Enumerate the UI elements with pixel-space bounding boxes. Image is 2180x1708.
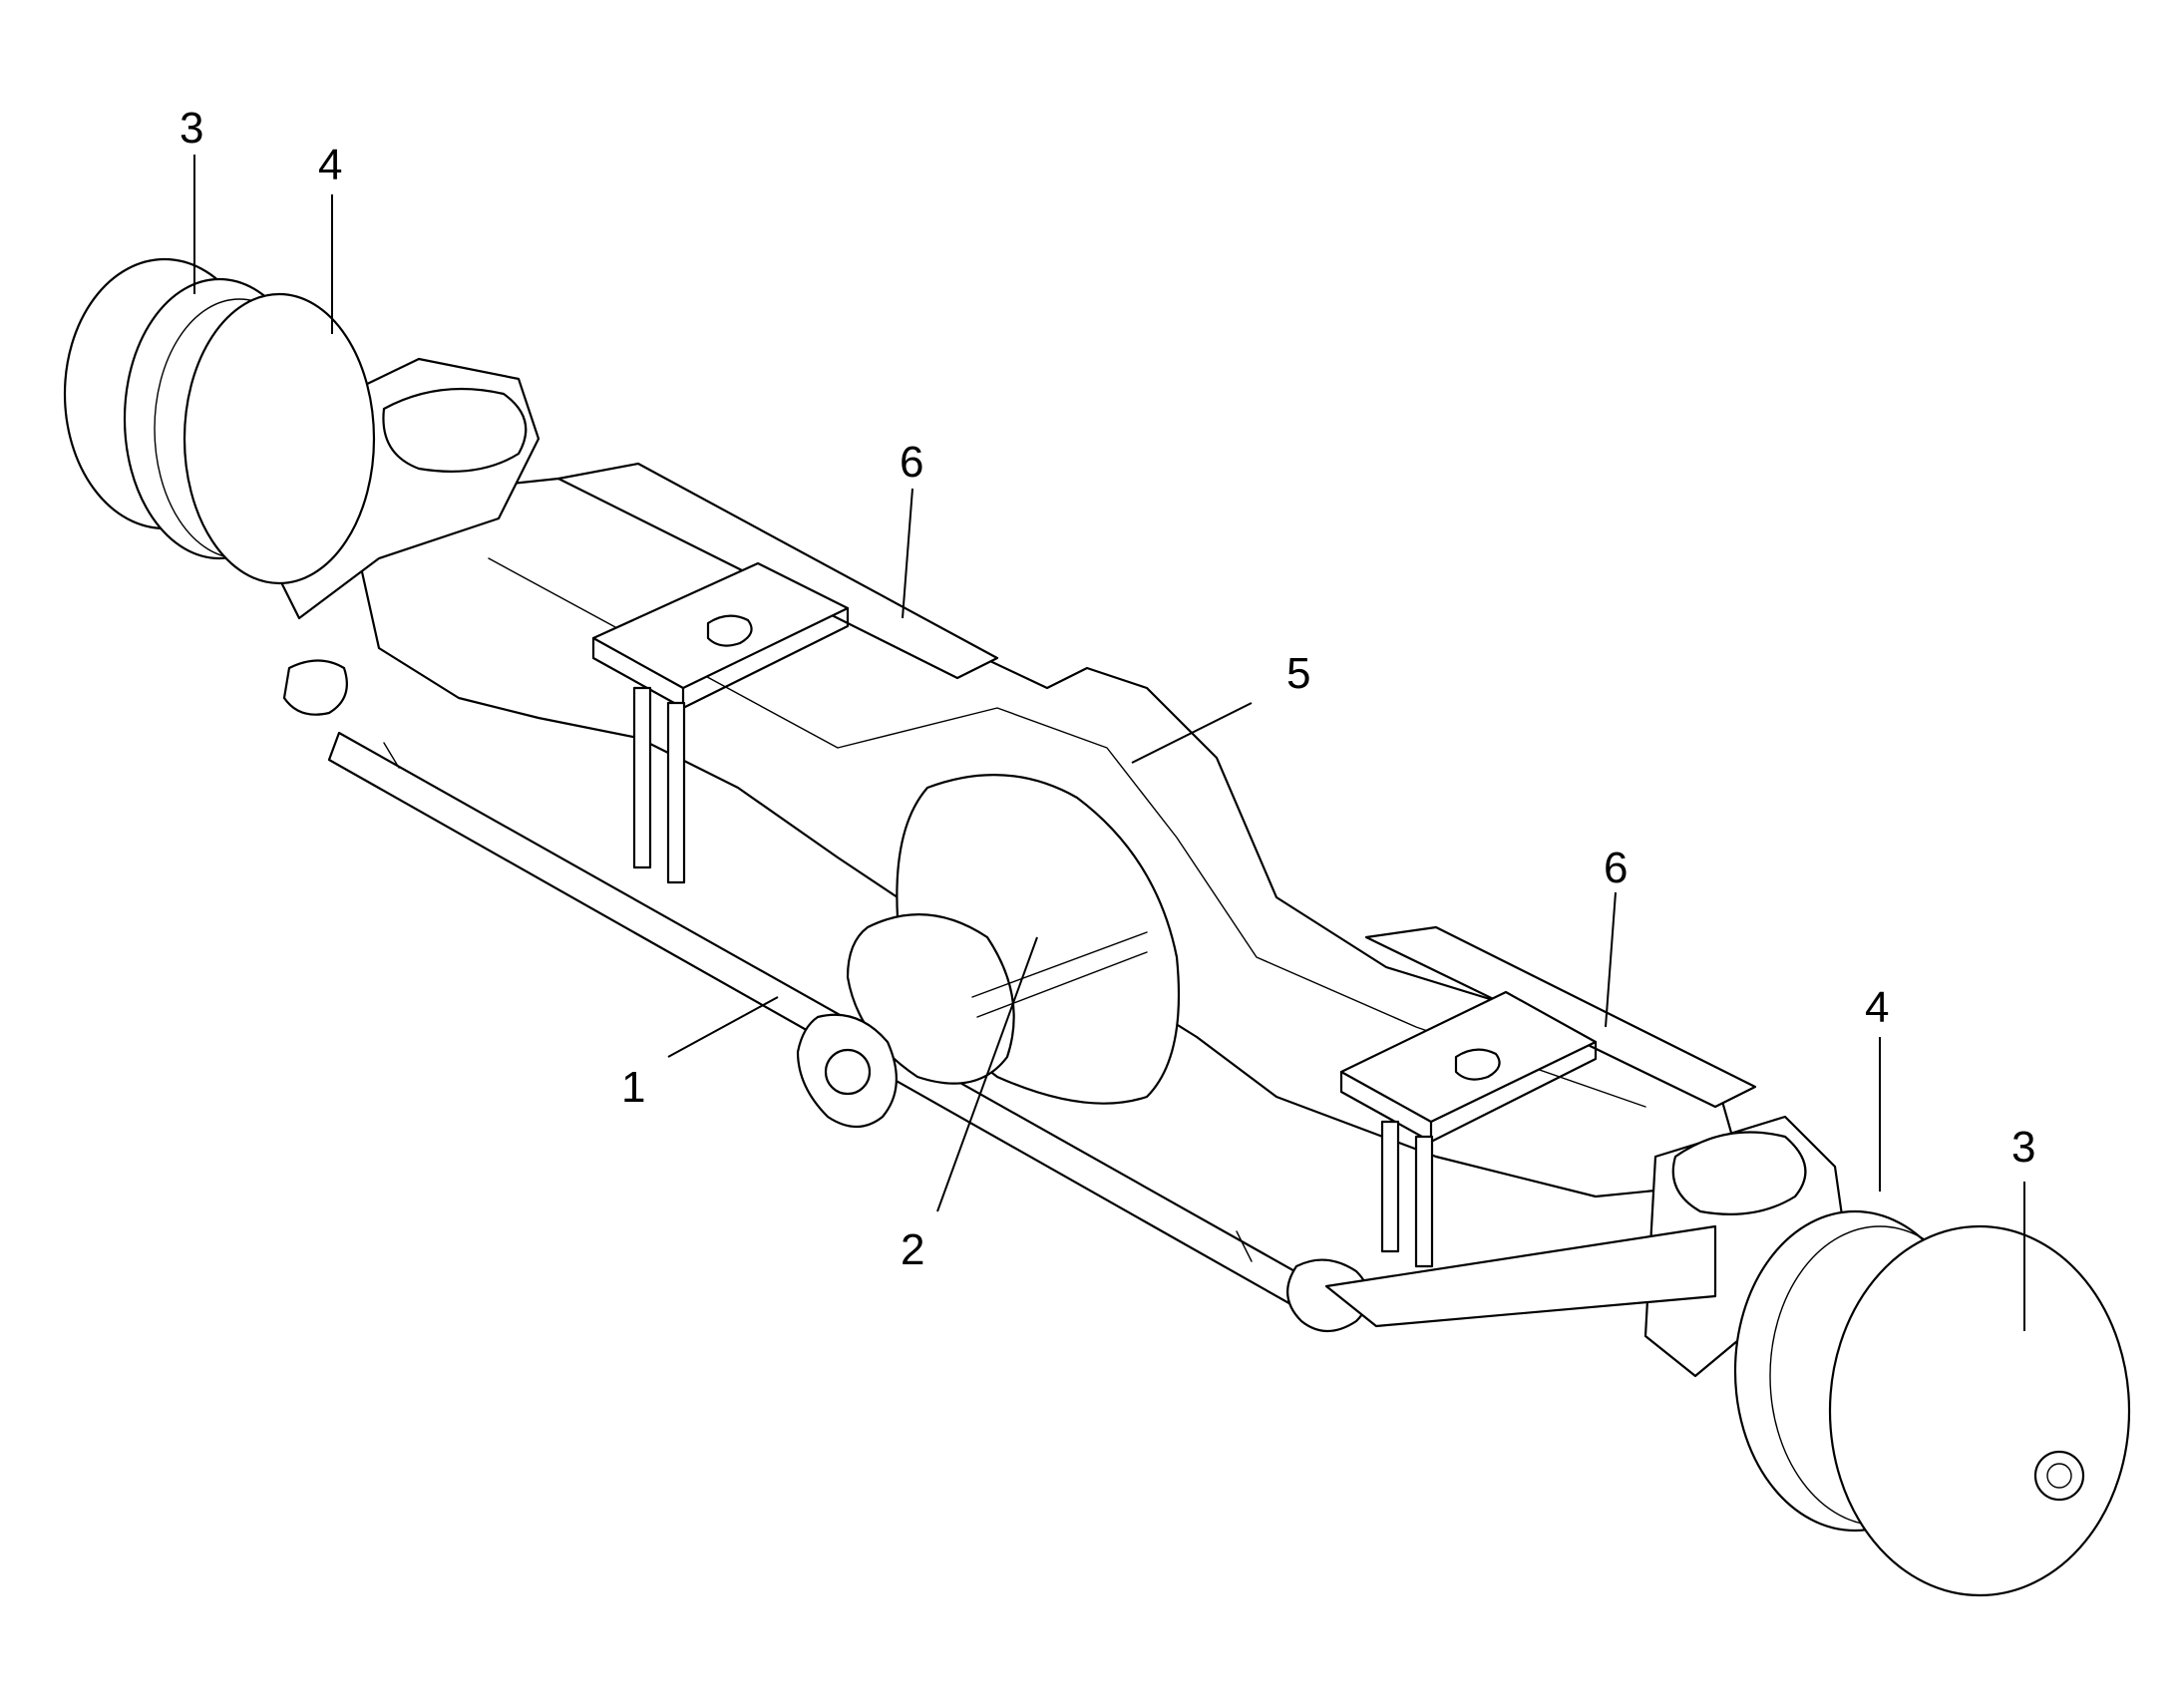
callout-labels: 1 2 3 4 3 4 5 6 6 [180,104,2035,1274]
wheel-hub-right [1733,1209,2131,1597]
steering-knuckle-right [1324,1115,1847,1378]
callout-2: 2 [901,1225,924,1274]
callout-5: 5 [1286,649,1310,698]
callout-6-right: 6 [1604,844,1628,892]
spring-pad-right [1339,990,1598,1268]
leader-lines [193,155,2025,1331]
callout-4-left: 4 [318,141,342,189]
callout-6-left: 6 [900,438,923,487]
callout-3-right: 3 [2011,1123,2035,1172]
callout-1: 1 [621,1063,645,1112]
wheel-hub-left [63,257,376,585]
callout-3-left: 3 [180,104,203,153]
spring-pad-left [591,561,850,884]
callout-4-right: 4 [1865,983,1889,1032]
differential-carrier [796,774,1181,1129]
